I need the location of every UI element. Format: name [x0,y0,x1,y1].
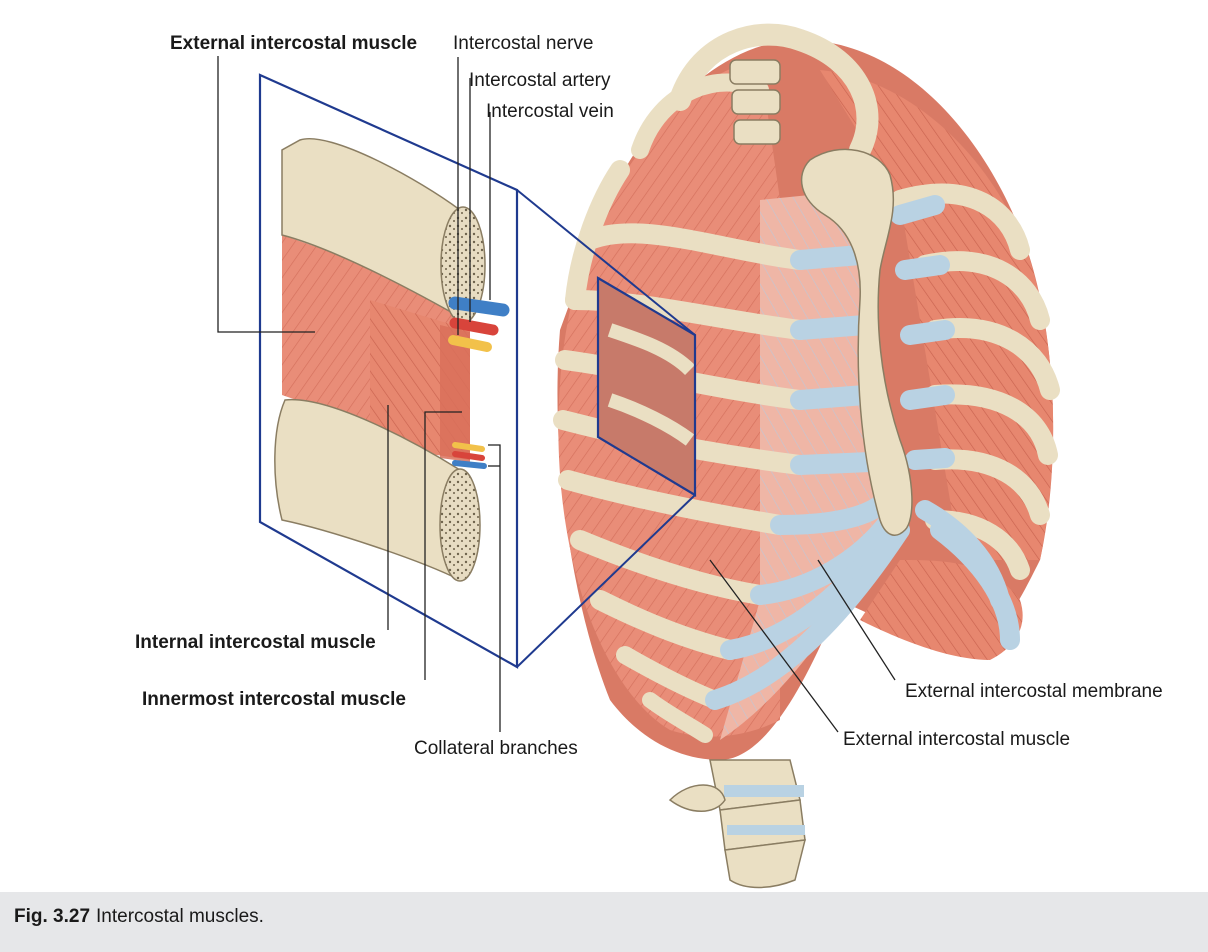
upper-vertebrae [729,59,781,145]
first-rib [669,23,879,161]
label-innermost-intercostal-muscle: Innermost intercostal muscle [142,689,406,710]
cage-muscle-right [820,70,1054,560]
cage-window [596,276,697,497]
figure-number: Fig. 3.27 [14,906,91,927]
rib-cage [553,23,1060,889]
inset-upper-vessels [448,296,510,352]
inset-lower-rib [274,398,461,582]
label-intercostal-vein: Intercostal vein [486,101,614,122]
label-external-intercostal-muscle-inset: External intercostal muscle [170,33,418,54]
label-intercostal-nerve: Intercostal nerve [453,33,594,54]
label-external-intercostal-muscle: External intercostal muscle [843,729,1071,750]
leader-lines [217,56,896,733]
inset-panel [258,73,696,669]
label-collateral-branches: Collateral branches [414,738,578,759]
label-internal-intercostal-muscle: Internal intercostal muscle [135,632,376,653]
caption-text: Intercostal muscles. [96,906,264,927]
sternum [800,148,913,536]
inset-lower-rib-section [439,468,481,582]
inset-collateral-vessels [452,442,487,469]
label-intercostal-artery: Intercostal artery [469,70,611,91]
inset-innermost-muscle [440,325,470,462]
lumbar-vertebrae [668,759,806,889]
label-external-intercostal-membrane: External intercostal membrane [905,681,1163,702]
